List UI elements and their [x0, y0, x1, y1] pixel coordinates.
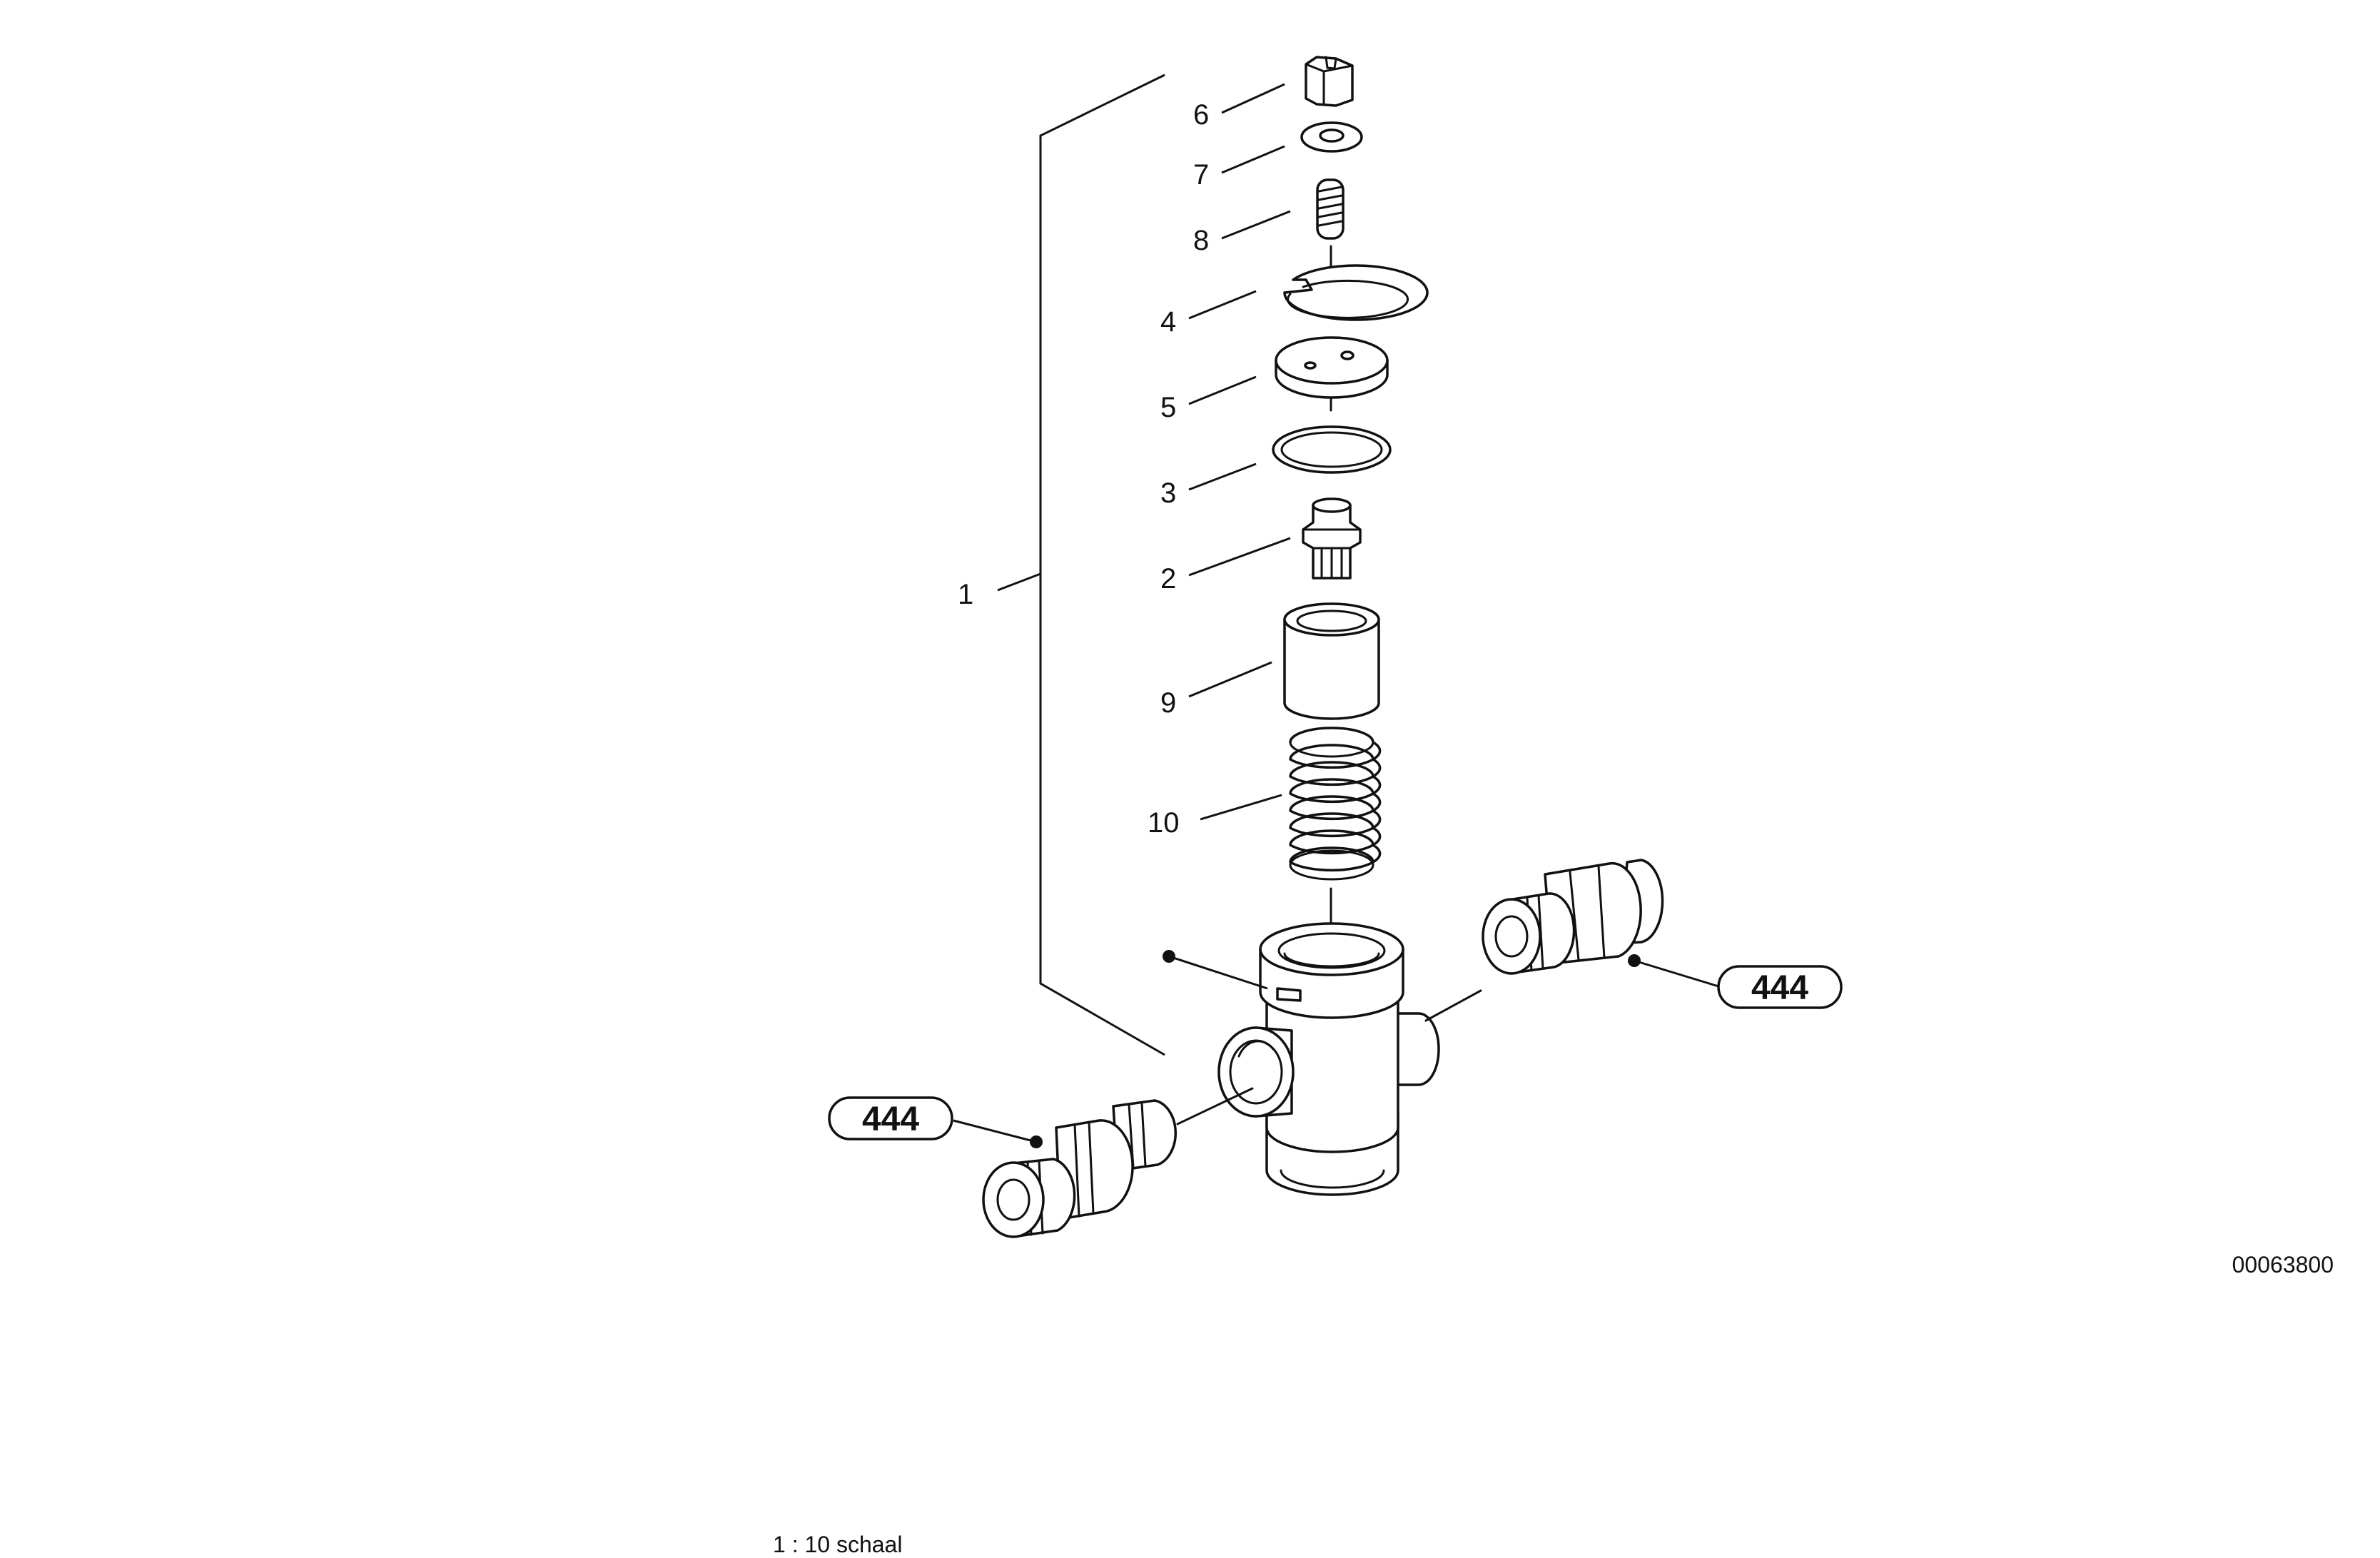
reference-444-left: 444	[828, 1096, 953, 1140]
part-7-washer	[1300, 121, 1363, 153]
part-444-left-fitting	[982, 1099, 1177, 1238]
callout-1: 1	[958, 579, 973, 610]
callout-4: 4	[1160, 306, 1176, 338]
callout-9: 9	[1160, 687, 1176, 719]
part-6-nut	[1305, 56, 1354, 107]
part-444-right-fitting	[1482, 859, 1664, 975]
scale-note: 1 : 10 schaal	[773, 1532, 902, 1557]
valve-body	[1217, 922, 1440, 1196]
callout-2: 2	[1160, 563, 1176, 595]
part-10-spring	[1289, 727, 1382, 881]
callout-10: 10	[1148, 807, 1180, 839]
leader-lines	[953, 83, 1719, 1148]
part-9-sleeve	[1283, 602, 1380, 720]
fitting-axes	[1176, 989, 1482, 1125]
reference-444-right: 444	[1717, 965, 1843, 1009]
callout-labels: 6 7 8 4 5 3 2 9 10 1	[958, 99, 1209, 839]
part-5-disc	[1275, 336, 1389, 399]
callout-7: 7	[1193, 159, 1209, 191]
part-8-set-screw	[1316, 178, 1345, 240]
assembly-bracket	[997, 74, 1165, 1056]
callout-5: 5	[1160, 392, 1176, 423]
callout-6: 6	[1193, 99, 1209, 131]
drawing-number: 00063800	[2232, 1252, 2334, 1278]
part-4-snap-ring	[1283, 264, 1429, 321]
reference-444-right-label: 444	[1751, 969, 1808, 1007]
part-3-o-ring	[1272, 425, 1392, 474]
part-2-valve-stem	[1302, 497, 1362, 580]
callout-8: 8	[1193, 225, 1209, 256]
reference-444-left-label: 444	[862, 1101, 919, 1138]
callout-3: 3	[1160, 477, 1176, 509]
